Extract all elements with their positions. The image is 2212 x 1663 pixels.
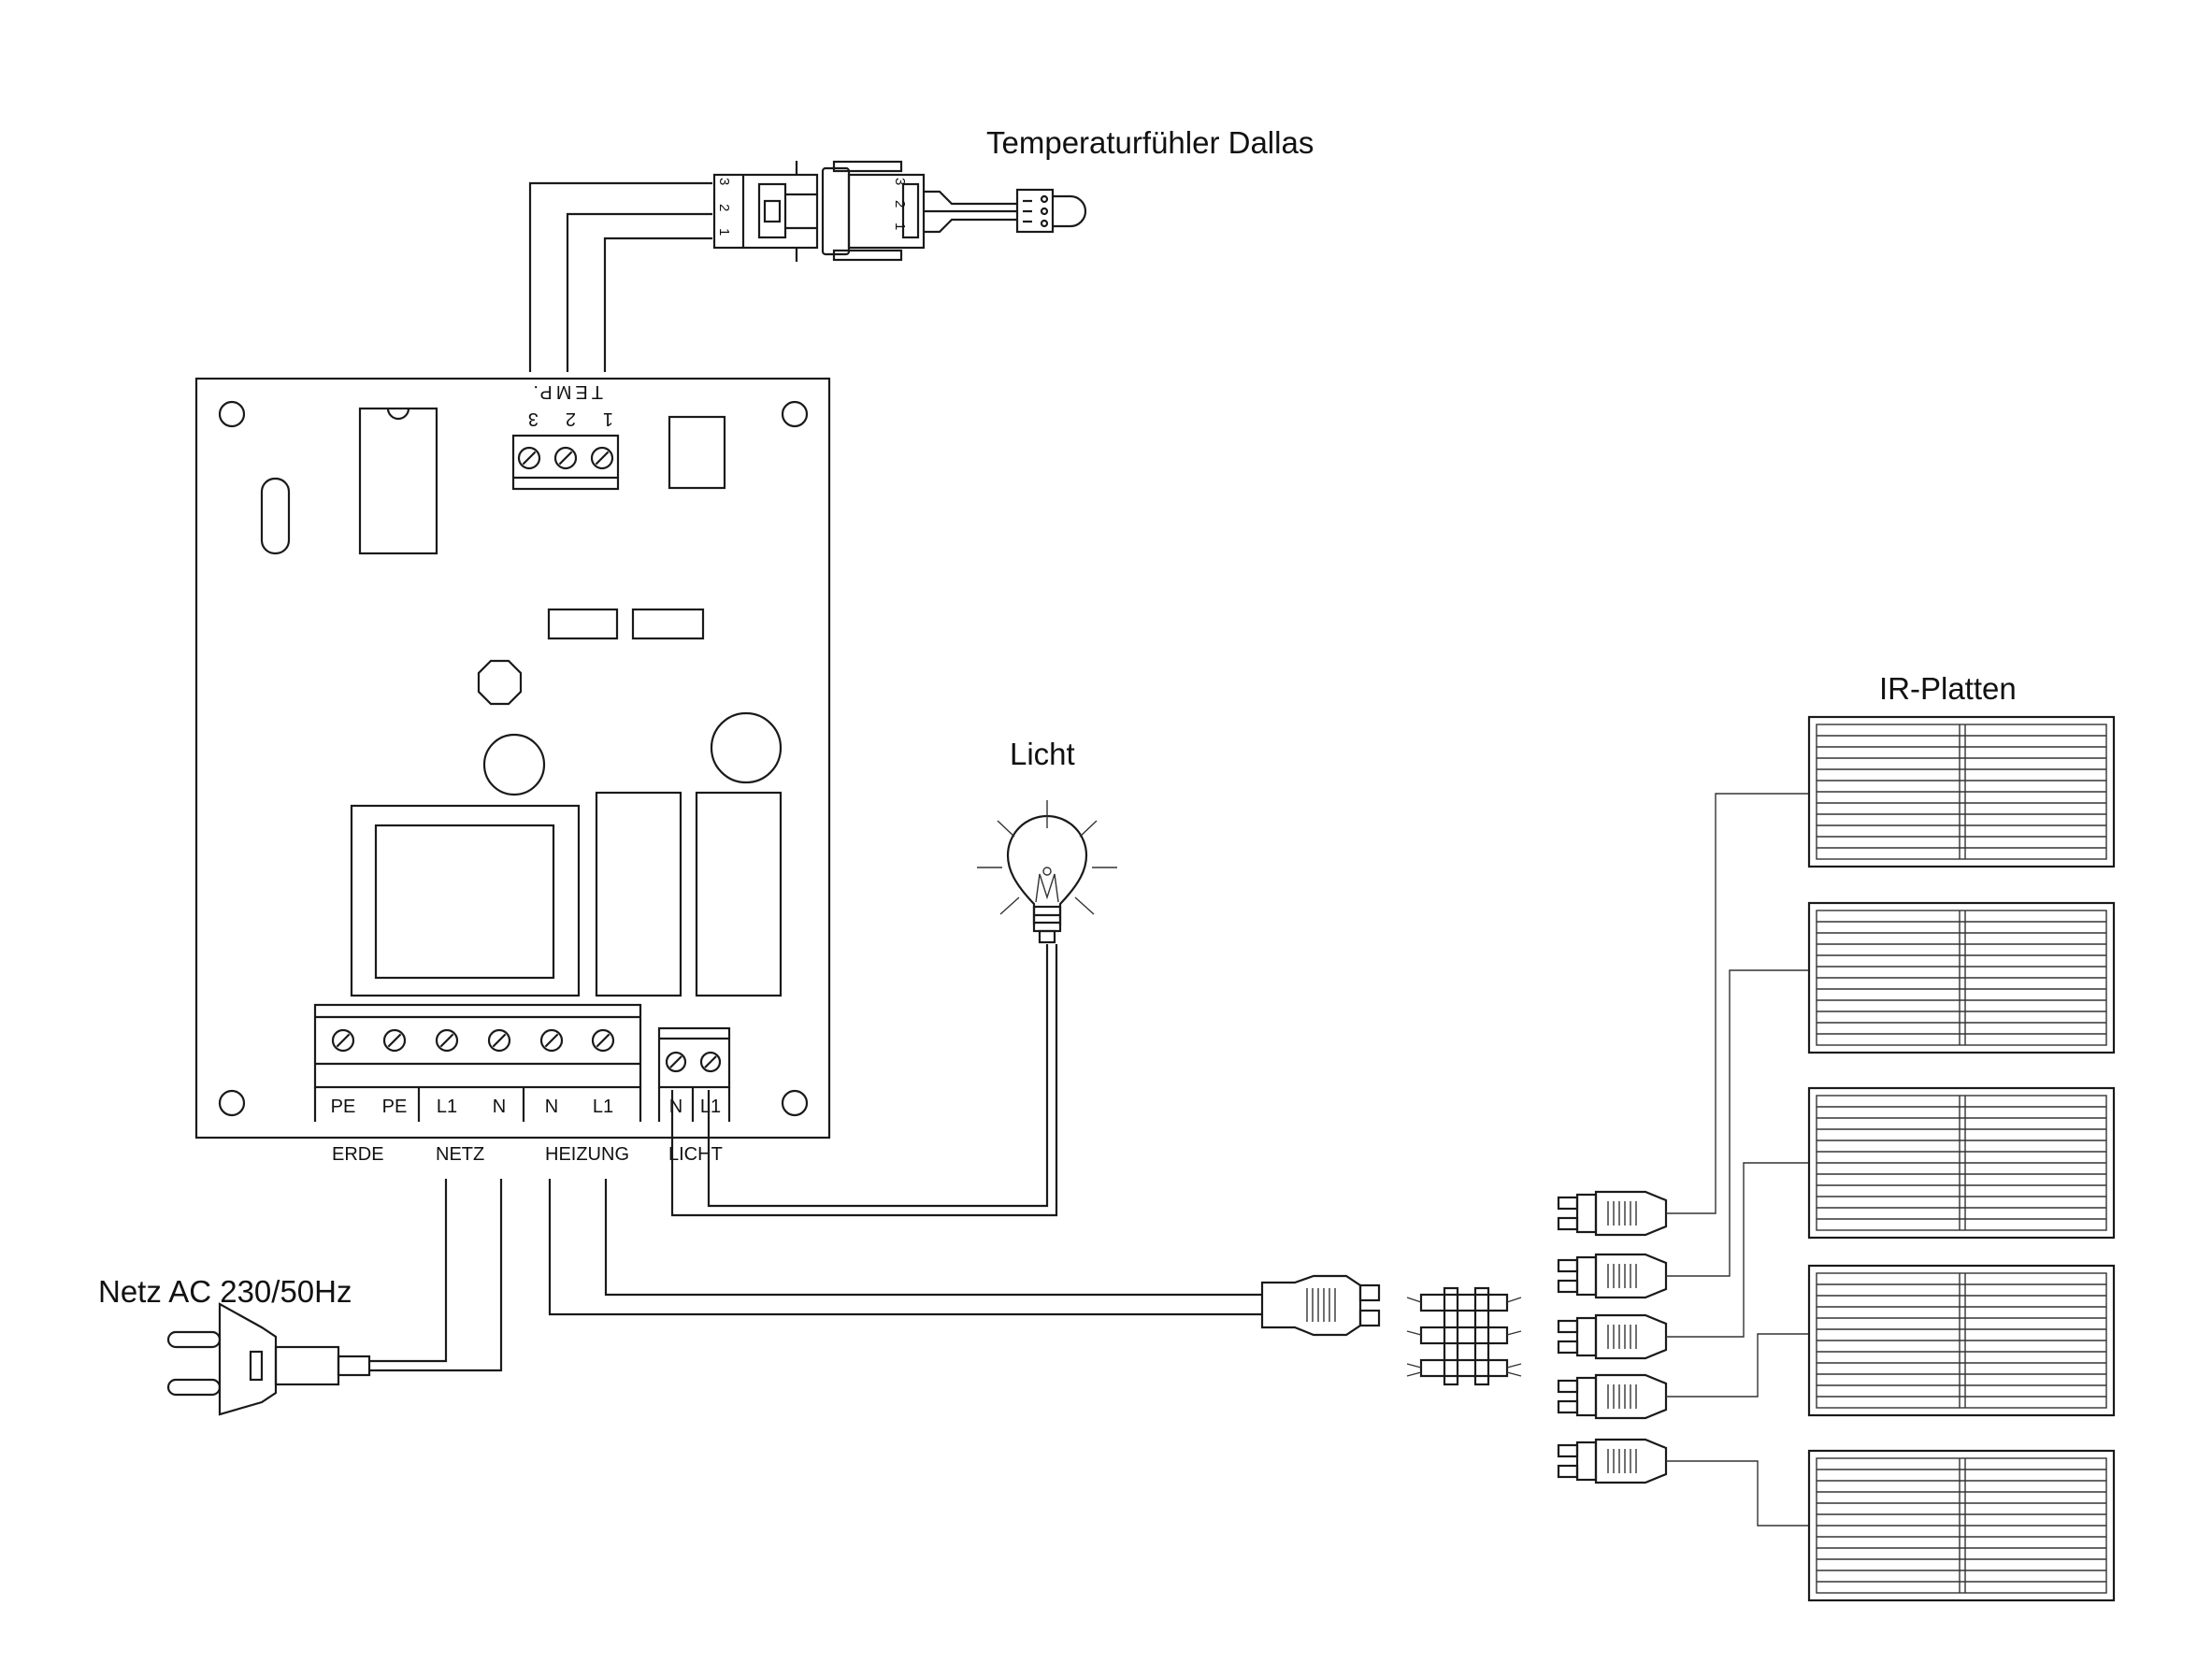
connector-pin: 2 — [716, 204, 732, 211]
temp-connector-female: 3 2 1 — [712, 161, 819, 262]
temp-sensor-cable — [528, 181, 712, 372]
connector-pin: 2 — [892, 200, 908, 208]
ir-plug — [1557, 1373, 1668, 1420]
mains-cable — [369, 1179, 503, 1372]
transformer — [350, 804, 581, 997]
terminal-screw — [591, 1028, 615, 1053]
temp-terminal-block: 3 2 1 TEMP. — [511, 381, 620, 491]
terminal-screw — [435, 1028, 459, 1053]
connector-pin: 3 — [716, 178, 732, 185]
main-terminal-label: N — [493, 1097, 506, 1117]
group-label-heizung: HEIZUNG — [545, 1144, 629, 1165]
mains-title: Netz AC 230/50Hz — [98, 1274, 352, 1309]
dallas-probe — [1015, 188, 1087, 234]
group-label-netz: NETZ — [436, 1144, 484, 1165]
ir-wire — [1666, 1162, 1809, 1338]
mounting-hole — [781, 1089, 809, 1117]
ir-wire — [1666, 969, 1809, 1277]
temp-connector-male: 3 2 1 — [821, 160, 926, 262]
main-terminal-label: PE — [331, 1097, 356, 1117]
group-label-erde: ERDE — [332, 1144, 384, 1165]
resistor — [547, 608, 619, 640]
light-bulb — [977, 800, 1117, 944]
resistor — [631, 608, 705, 640]
ir-panel — [1807, 1264, 2116, 1417]
temp-pin-label: 2 — [566, 409, 576, 429]
ir-panel — [1807, 1449, 2116, 1602]
component-square — [668, 415, 726, 490]
distributor — [1406, 1286, 1522, 1386]
light-title: Licht — [1010, 737, 1075, 771]
ic-chip — [358, 407, 438, 555]
light-terminal-label: L1 — [700, 1097, 721, 1117]
group-label-licht: LICHT — [668, 1144, 723, 1165]
main-terminal-label: L1 — [593, 1097, 613, 1117]
connector-pin: 1 — [892, 222, 908, 230]
crystal — [260, 477, 291, 555]
main-terminal-label: N — [545, 1097, 558, 1117]
terminal-screw — [553, 446, 578, 470]
ir-plug — [1557, 1438, 1668, 1484]
mounting-hole — [218, 1089, 246, 1117]
relay — [695, 791, 783, 997]
octagon-component — [477, 659, 523, 706]
connector-pin: 3 — [892, 178, 908, 185]
light-cable — [670, 944, 1058, 1217]
terminal-screw — [382, 1028, 407, 1053]
terminal-screw — [331, 1028, 355, 1053]
sensor-cable — [924, 190, 1017, 234]
main-terminal-label: L1 — [437, 1097, 457, 1117]
mounting-hole — [781, 400, 809, 428]
temp-pin-label: 3 — [528, 409, 539, 429]
main-terminal-label: PE — [382, 1097, 408, 1117]
ir-plug — [1557, 1253, 1668, 1299]
heating-cable — [548, 1179, 1262, 1316]
mounting-hole — [218, 400, 246, 428]
ir-plug — [1557, 1313, 1668, 1360]
terminal-screw — [665, 1051, 687, 1073]
terminal-screw — [539, 1028, 564, 1053]
ir-panel — [1807, 901, 2116, 1054]
terminal-screw — [699, 1051, 722, 1073]
mains-plug — [166, 1302, 371, 1416]
capacitor — [482, 733, 546, 796]
temp-sensor-title: Temperaturfühler Dallas — [986, 125, 1314, 160]
temp-pin-label: 1 — [603, 409, 613, 429]
terminal-screw — [517, 446, 541, 470]
terminal-screw — [590, 446, 614, 470]
ir-wire — [1666, 1460, 1809, 1527]
ir-plug — [1557, 1190, 1668, 1237]
connector-pin: 1 — [716, 228, 732, 236]
heating-plug — [1260, 1274, 1381, 1337]
relay — [595, 791, 682, 997]
ir-panels-title: IR-Platten — [1879, 671, 2017, 706]
ir-wire — [1666, 1333, 1809, 1398]
temp-block-label: TEMP. — [529, 381, 603, 402]
main-terminal-block: PE PE L1 N N L1 — [313, 1003, 642, 1122]
ir-wire — [1666, 793, 1809, 1214]
ir-panel — [1807, 715, 2116, 868]
ir-panel — [1807, 1086, 2116, 1240]
capacitor — [710, 711, 783, 784]
terminal-screw — [487, 1028, 511, 1053]
